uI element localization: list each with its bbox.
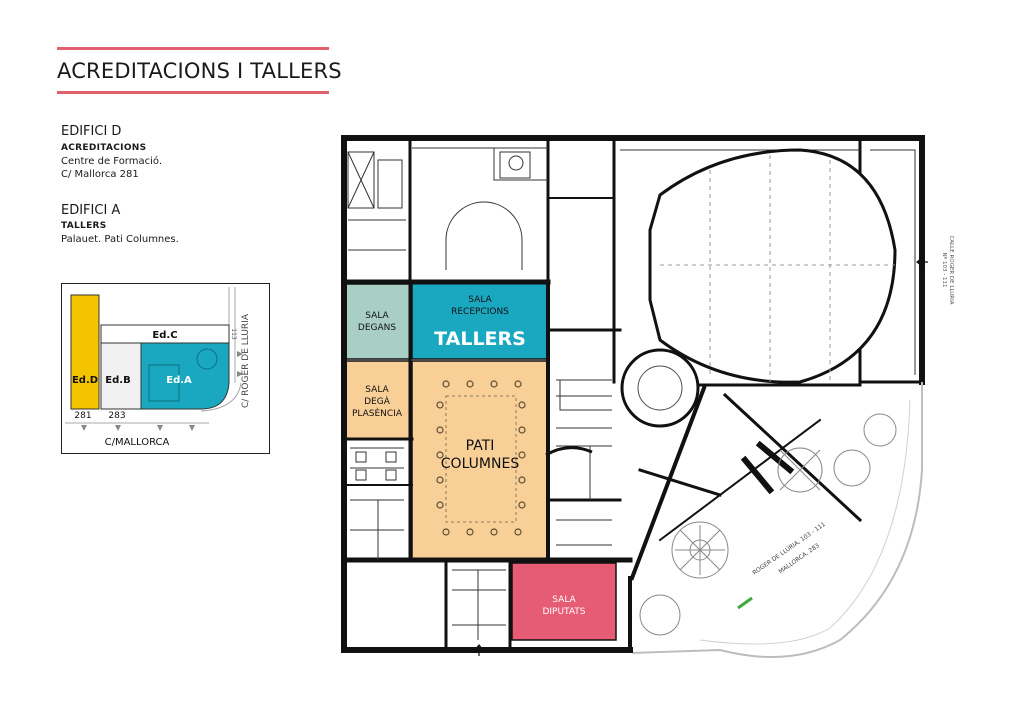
plan-garden xyxy=(639,413,897,636)
plan-auditorium xyxy=(648,148,897,384)
keymap-label-ed-b: Ed.B xyxy=(105,375,130,386)
label-pati-2: COLUMNES xyxy=(441,456,520,472)
plan-walls xyxy=(341,135,925,653)
plan-corner-wall xyxy=(632,382,923,659)
street-label-east-1: CALLE ROGER DE LLURIA xyxy=(948,236,954,305)
keymap: Ed.C Ed.B Ed.A Ed.D 281 283 113 C/MALLOR… xyxy=(61,283,270,454)
pati-columns xyxy=(436,380,526,536)
label-sala-dega-plasencia-3: PLASÈNCIA xyxy=(352,407,403,419)
room-sala-diputats xyxy=(511,562,617,641)
keymap-block-ed-d xyxy=(70,294,100,410)
keymap-number-281: 281 xyxy=(74,411,91,421)
keymap-label-ed-d: Ed.D xyxy=(72,375,98,386)
plan-corner-wall-inner xyxy=(699,399,911,645)
keymap-number-113: 113 xyxy=(230,328,237,340)
label-sala-diputats-2: DIPUTATS xyxy=(542,607,585,617)
keymap-ed-a-dome xyxy=(196,348,218,370)
keymap-street-mallorca: C/MALLORCA xyxy=(105,437,170,448)
label-sala-diputats-1: SALA xyxy=(552,595,576,605)
keymap-label-ed-a: Ed.A xyxy=(166,375,192,386)
label-pati-1: PATI xyxy=(466,438,495,454)
label-sala-dega-plasencia-2: DEGÀ xyxy=(364,395,391,407)
keymap-street-roger: C/ ROGER DE LLURIA xyxy=(241,313,251,408)
room-sala-degans xyxy=(343,283,411,360)
plan-spiral-stair-inner xyxy=(637,365,683,411)
building-a-heading: EDIFICI A xyxy=(61,203,121,218)
keymap-arrows xyxy=(81,351,243,431)
title-rule-top xyxy=(57,47,329,50)
building-a-description: Palauet. Pati Columnes. xyxy=(61,234,179,245)
keymap-block-ed-a xyxy=(140,342,230,410)
label-sala-recepcions-2: RECEPCIONS xyxy=(451,307,509,317)
pati-stair-curve xyxy=(545,446,593,457)
street-label-east-2: Nº 103 - 111 xyxy=(941,253,948,288)
keymap-number-283: 283 xyxy=(108,411,125,421)
plan-corner-walls xyxy=(629,383,863,581)
title-rule-bottom xyxy=(57,91,329,94)
room-sala-dega-plasencia xyxy=(343,360,411,440)
plan-spiral-stair xyxy=(620,348,700,428)
keymap-label-ed-c: Ed.C xyxy=(152,330,177,341)
plan-inner-lines xyxy=(347,147,916,640)
building-a-subheading: TALLERS xyxy=(61,221,107,231)
keymap-block-ed-b xyxy=(100,342,142,410)
plan-green-marker xyxy=(737,596,753,610)
page-title: ACREDITACIONS I TALLERS xyxy=(57,59,342,83)
label-sala-dega-plasencia-1: SALA xyxy=(365,385,389,395)
label-tallers: TALLERS xyxy=(434,328,526,350)
room-sala-recepcions-tallers xyxy=(411,281,549,360)
label-sala-recepcions-1: SALA xyxy=(468,295,492,305)
entrance-arrow-south xyxy=(474,644,484,656)
label-sala-degans-2: DEGANS xyxy=(358,323,396,333)
entrance-arrow-east xyxy=(916,257,928,267)
room-pati-columnes xyxy=(411,360,549,560)
pati-inner-rect xyxy=(445,395,517,523)
building-d-subheading: ACREDITACIONS xyxy=(61,143,147,153)
auditorium-lines xyxy=(660,155,895,382)
keymap-corner-curve xyxy=(200,382,242,412)
building-d-heading: EDIFICI D xyxy=(61,124,122,139)
building-d-description: Centre de Formació. C/ Mallorca 281 xyxy=(61,156,163,180)
label-sala-degans-1: SALA xyxy=(365,311,389,321)
plan-corner-courtyard xyxy=(633,385,922,656)
keymap-ed-a-courtyard xyxy=(148,364,180,402)
